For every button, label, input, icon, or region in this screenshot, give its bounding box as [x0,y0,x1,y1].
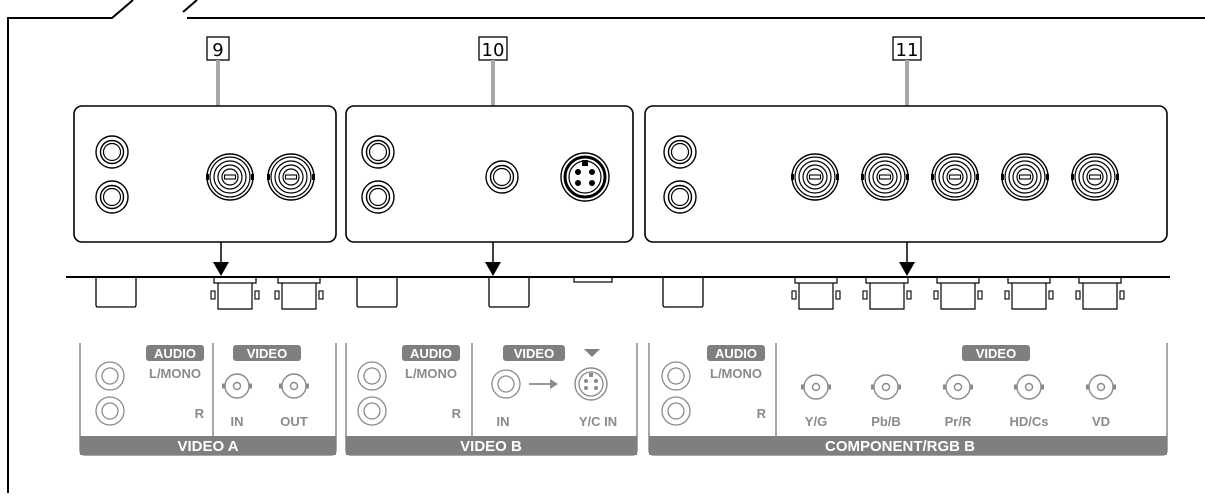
panel-b-footer: VIDEO B [460,438,522,455]
arrows [213,242,915,276]
svg-text:AUDIO: AUDIO [154,346,196,361]
svg-text:Y/C IN: Y/C IN [579,414,617,429]
svg-text:Y/G: Y/G [805,414,827,429]
svg-text:HD/Cs: HD/Cs [1009,414,1048,429]
callout-9: 9 [206,36,230,106]
labeled-panel-video-a: VIDEO A AUDIO L/MONO R VIDEO IN OUT [79,343,337,456]
device-outline [7,0,1205,493]
svg-text:IN: IN [231,414,244,429]
labeled-panel-component: COMPONENT/RGB B AUDIO L/MONO R VIDEO Y/G… [648,343,1168,456]
svg-text:10: 10 [482,40,505,61]
svg-text:VD: VD [1092,414,1110,429]
panel-c-footer: COMPONENT/RGB B [825,438,975,455]
panel-a-footer: VIDEO A [177,438,238,455]
svg-text:L/MONO: L/MONO [405,366,457,381]
arrow-right-icon [529,379,558,389]
enlarged-panel-video-b [345,105,634,243]
enlarged-panel-video-a [73,105,337,243]
enlarged-panel-component [644,105,1168,243]
svg-text:R: R [757,406,767,421]
svg-text:11: 11 [896,40,919,61]
svg-text:AUDIO: AUDIO [410,346,452,361]
svg-text:L/MONO: L/MONO [149,366,201,381]
svg-text:Pr/R: Pr/R [945,414,972,429]
svg-text:L/MONO: L/MONO [710,366,762,381]
svg-text:OUT: OUT [280,414,308,429]
callout-10: 10 [478,36,508,106]
svg-text:9: 9 [212,40,223,61]
svg-text:VIDEO: VIDEO [247,346,287,361]
svg-text:VIDEO: VIDEO [976,346,1016,361]
svg-text:Pb/B: Pb/B [871,414,901,429]
svg-text:VIDEO: VIDEO [514,346,554,361]
triangle-marker-icon [584,349,600,357]
svg-text:R: R [452,406,462,421]
rear-profile [66,276,1170,310]
svg-text:R: R [195,406,205,421]
svg-text:IN: IN [497,414,510,429]
svg-text:AUDIO: AUDIO [715,346,757,361]
callout-11: 11 [892,36,922,106]
labeled-panel-video-b: VIDEO B AUDIO L/MONO R VIDEO IN Y/C IN [345,343,638,456]
